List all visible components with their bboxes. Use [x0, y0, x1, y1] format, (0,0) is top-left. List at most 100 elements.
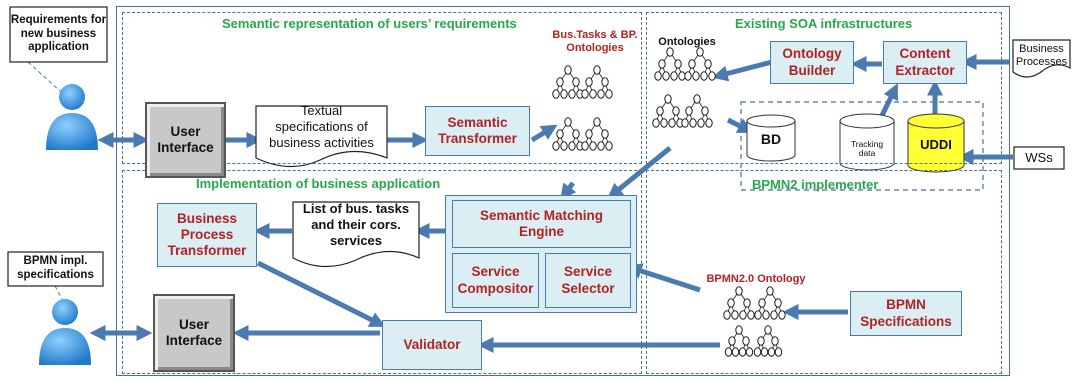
ontology-node: [597, 141, 605, 151]
region-title-bpmn2: BPMN2 implementer: [752, 177, 879, 192]
ontology-node: [742, 336, 750, 346]
ontology-node: [593, 117, 601, 127]
storage-container: [740, 101, 984, 191]
uddi-cylinder: [907, 113, 965, 173]
ontology-node: [552, 89, 560, 99]
ontology-node: [731, 310, 739, 320]
bpmn-impl-callout-text: BPMN impl. specifications: [17, 255, 94, 281]
ontology-node: [754, 310, 762, 320]
ontology-node: [601, 129, 609, 139]
ontology-node: [735, 325, 743, 335]
ontology-node: [664, 94, 672, 104]
tracking-cylinder: [839, 113, 895, 171]
bpmn20-ontology-tree: [723, 286, 786, 357]
ontology-node: [593, 65, 601, 75]
ontology-node: [753, 347, 762, 357]
ontology-node: [674, 59, 682, 69]
ontology-node: [597, 89, 605, 99]
ontology-node: [581, 89, 589, 99]
ontology-node: [743, 298, 751, 308]
ontology-node: [656, 106, 664, 116]
requirements-callout-text: Requirements for new business applicatio…: [10, 14, 107, 54]
region-title-soa: Existing SOA infrastructures: [735, 16, 913, 31]
bpmn20-ontology-label: BPMN2.0 Ontology: [706, 273, 806, 285]
ontology-node: [771, 336, 779, 346]
ontology-node: [684, 71, 692, 81]
ontology-node: [704, 59, 712, 69]
ontology-node: [774, 347, 783, 357]
service-selector: Service Selector: [545, 253, 631, 308]
bus-tasks-ontology-tree: [552, 65, 613, 151]
user-icon-bottom: [39, 299, 91, 365]
ontology-node: [774, 298, 782, 308]
region-bpmn2: [646, 170, 1002, 374]
region-soa: [646, 12, 1002, 164]
ontology-node: [672, 106, 680, 116]
ontology-node: [585, 77, 593, 87]
ontology-node: [560, 141, 568, 151]
ontology-node: [689, 118, 697, 128]
bd-label: BD: [760, 131, 782, 148]
tracking-data-label: Tracking data: [850, 138, 884, 158]
arrow-ontology-to-selector: [625, 263, 701, 293]
ontology-node: [757, 336, 765, 346]
ontology-node: [688, 59, 696, 69]
ontology-node: [585, 129, 593, 139]
ontology-node: [727, 298, 735, 308]
ontology-node: [764, 325, 772, 335]
arrow-ontologies-to-bd: [726, 117, 754, 133]
ontology-node: [581, 141, 589, 151]
user-interface-top: User Interface: [145, 102, 226, 178]
ontology-node: [747, 310, 755, 320]
ontology-node: [700, 71, 708, 81]
bpmn-specifications: BPMN Specifications: [850, 291, 962, 336]
ontology-node: [745, 347, 754, 357]
ontology-node: [728, 336, 736, 346]
ontology-node: [601, 77, 609, 87]
task-list-document: [292, 201, 420, 268]
ontology-node: [568, 89, 576, 99]
requirements-callout: [9, 6, 108, 63]
region-title-semantic: Semantic representation of users’ requir…: [222, 16, 517, 31]
ontology-node: [762, 310, 770, 320]
ontology-node: [681, 118, 689, 128]
ontology-node: [666, 47, 674, 57]
ontology-node: [662, 71, 670, 81]
ontology-node: [568, 141, 576, 151]
ontology-node: [660, 118, 668, 128]
ontology-node: [760, 347, 769, 357]
ontology-node: [572, 129, 580, 139]
ontologies-tree: [652, 47, 716, 128]
ontology-node: [668, 118, 676, 128]
semantic-transformer: Semantic Transformer: [425, 106, 530, 156]
ontology-node: [564, 117, 572, 127]
ontology-node: [696, 47, 704, 57]
system-frame: [116, 6, 1010, 376]
uddi-label: UDDI: [920, 136, 952, 152]
user-interface-bottom: User Interface: [153, 294, 235, 372]
ontology-node: [739, 310, 747, 320]
ontology-node: [770, 310, 778, 320]
ontology-node: [605, 141, 613, 151]
business-process-transformer: Business Process Transformer: [157, 203, 257, 267]
ontology-node: [652, 118, 660, 128]
ontology-node: [605, 89, 613, 99]
ontology-node: [731, 347, 740, 357]
ontology-builder: Ontology Builder: [770, 41, 854, 84]
ontology-node: [556, 77, 564, 87]
ontology-node: [556, 129, 564, 139]
ontology-node: [701, 106, 709, 116]
arrow-bptransformer-to-validator: [256, 260, 386, 327]
region-implementation: [122, 170, 642, 374]
ontology-node: [735, 286, 743, 296]
business-processes-label: Business Processes: [1015, 42, 1068, 68]
arrow-busontology-to-engine: [560, 181, 577, 201]
ontology-node: [693, 94, 701, 104]
ontology-node: [658, 59, 666, 69]
ontology-node: [723, 310, 731, 320]
service-compositor: Service Compositor: [452, 253, 539, 308]
ontology-node: [552, 141, 560, 151]
ontology-node: [708, 71, 716, 81]
ontology-node: [724, 347, 733, 357]
